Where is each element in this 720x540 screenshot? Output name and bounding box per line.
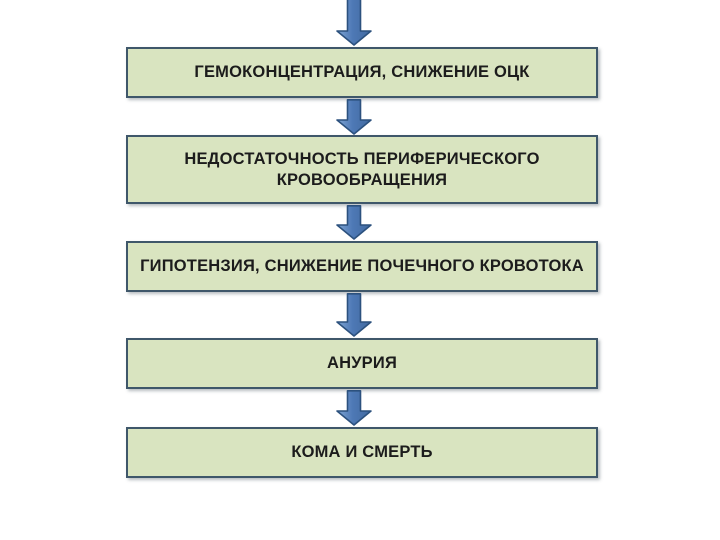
flow-step-coma-death: КОМА И СМЕРТЬ: [126, 427, 598, 478]
flow-step-label: КОМА И СМЕРТЬ: [291, 443, 433, 462]
flow-step-hemoconcentration: ГЕМОКОНЦЕНТРАЦИЯ, СНИЖЕНИЕ ОЦК: [126, 47, 598, 98]
down-arrow-icon: [336, 390, 372, 426]
flow-step-label: ГИПОТЕНЗИЯ, СНИЖЕНИЕ ПОЧЕЧНОГО КРОВОТОКА: [140, 257, 584, 276]
flow-step-label: АНУРИЯ: [326, 354, 398, 373]
flow-step-anuria: АНУРИЯ: [126, 338, 598, 389]
flow-step-hypotension: ГИПОТЕНЗИЯ, СНИЖЕНИЕ ПОЧЕЧНОГО КРОВОТОКА: [126, 241, 598, 292]
down-arrow-icon: [336, 0, 372, 46]
down-arrow-icon: [336, 205, 372, 240]
flow-step-label: ГЕМОКОНЦЕНТРАЦИЯ, СНИЖЕНИЕ ОЦК: [194, 63, 530, 82]
down-arrow-icon: [336, 99, 372, 135]
flow-step-label: НЕДОСТАТОЧНОСТЬ ПЕРИФЕРИЧЕСКОГО КРОВООБР…: [184, 149, 540, 189]
flow-step-peripheral-circulatory-failure: НЕДОСТАТОЧНОСТЬ ПЕРИФЕРИЧЕСКОГО КРОВООБР…: [126, 135, 598, 204]
down-arrow-icon: [336, 293, 372, 337]
